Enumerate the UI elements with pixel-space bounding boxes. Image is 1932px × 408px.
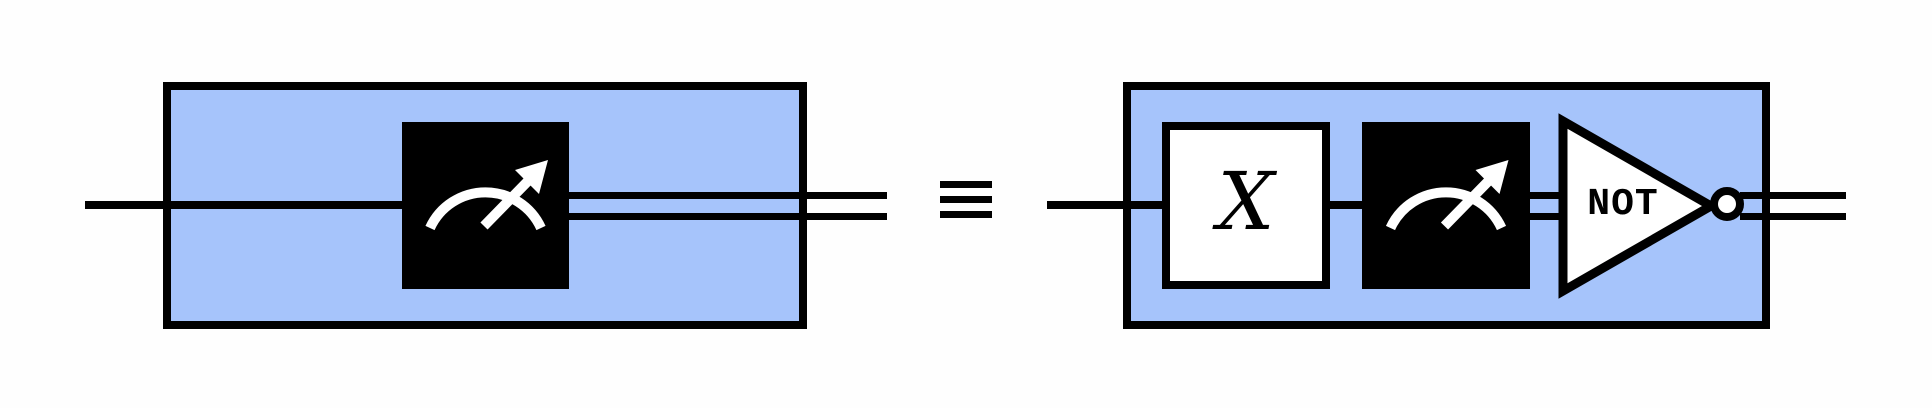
lhs-output-classical-wire-bottom xyxy=(566,213,887,220)
rhs-input-quantum-wire xyxy=(1047,201,1167,209)
lhs-measurement-gate xyxy=(402,122,569,289)
lhs-input-quantum-wire xyxy=(85,201,407,209)
rhs-x-gate: X xyxy=(1162,122,1330,289)
meter-icon xyxy=(1385,160,1509,231)
rhs-output-classical-wire-bottom xyxy=(1740,213,1846,220)
rhs-classical-wire-mid-bottom xyxy=(1526,213,1570,220)
not-gate-label: NOT xyxy=(1587,182,1659,226)
rhs-wire-x-to-measurement xyxy=(1322,201,1370,209)
x-gate-label: X xyxy=(1217,154,1275,248)
not-triangle-shape xyxy=(1558,113,1721,299)
equivalence-bar xyxy=(940,211,992,218)
rhs-classical-wire-mid-top xyxy=(1526,192,1570,199)
not-gate-bubble-icon xyxy=(1710,187,1744,221)
rhs-output-classical-wire-top xyxy=(1740,192,1846,199)
lhs-output-classical-wire-top xyxy=(566,192,887,199)
equivalence-icon: ≡ xyxy=(940,181,992,219)
rhs-classical-not-gate xyxy=(1558,113,1721,299)
rhs-measurement-gate xyxy=(1362,122,1530,289)
meter-icon xyxy=(425,160,548,231)
equivalence-bar xyxy=(940,181,992,188)
equivalence-bar xyxy=(940,196,992,203)
